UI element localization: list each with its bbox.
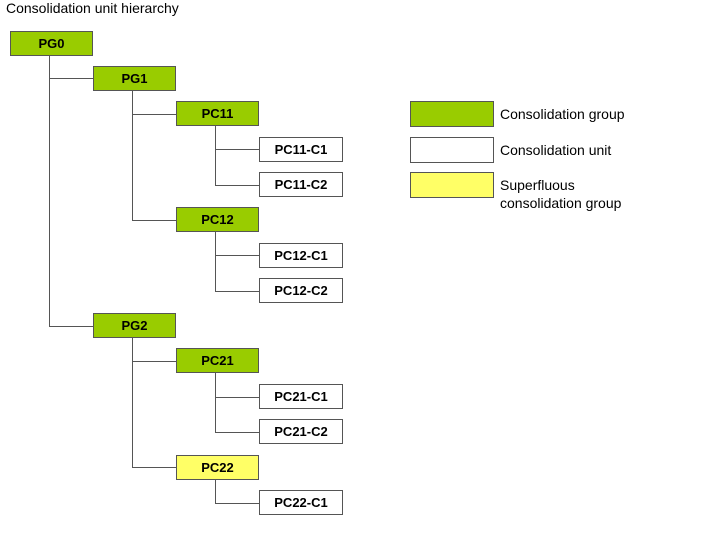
connector-line — [215, 373, 216, 432]
diagram-title: Consolidation unit hierarchy — [6, 0, 179, 16]
node-pg2: PG2 — [93, 313, 176, 338]
connector-line — [215, 503, 259, 504]
legend-swatch-unit — [410, 137, 494, 163]
connector-line — [132, 220, 176, 221]
legend-label-superfluous: Superfluous consolidation group — [500, 176, 621, 212]
legend-label-superfluous-line1: Superfluous — [500, 177, 575, 193]
connector-line — [215, 480, 216, 503]
legend-swatch-group — [410, 101, 494, 127]
node-pc21-c2: PC21-C2 — [259, 419, 343, 444]
connector-line — [132, 114, 176, 115]
connector-line — [49, 326, 93, 327]
connector-line — [215, 185, 259, 186]
node-pg1: PG1 — [93, 66, 176, 91]
connector-line — [49, 78, 93, 79]
connector-line — [215, 126, 216, 185]
connector-line — [132, 467, 176, 468]
connector-line — [132, 91, 133, 220]
connector-line — [215, 149, 259, 150]
node-pc21: PC21 — [176, 348, 259, 373]
connector-line — [215, 255, 259, 256]
legend-label-group: Consolidation group — [500, 106, 625, 122]
connector-line — [215, 397, 259, 398]
node-pc11-c1: PC11-C1 — [259, 137, 343, 162]
node-pc22: PC22 — [176, 455, 259, 480]
connector-line — [215, 432, 259, 433]
node-pc21-c1: PC21-C1 — [259, 384, 343, 409]
connector-line — [132, 361, 176, 362]
node-pc12: PC12 — [176, 207, 259, 232]
node-pc12-c2: PC12-C2 — [259, 278, 343, 303]
node-pc11-c2: PC11-C2 — [259, 172, 343, 197]
node-pc22-c1: PC22-C1 — [259, 490, 343, 515]
node-pc12-c1: PC12-C1 — [259, 243, 343, 268]
legend-swatch-superfluous — [410, 172, 494, 198]
legend-label-unit: Consolidation unit — [500, 142, 612, 158]
connector-line — [215, 232, 216, 291]
node-pc11: PC11 — [176, 101, 259, 126]
legend-label-superfluous-line2: consolidation group — [500, 195, 622, 211]
node-pg0: PG0 — [10, 31, 93, 56]
connector-line — [132, 338, 133, 467]
connector-line — [215, 291, 259, 292]
connector-line — [49, 56, 50, 326]
